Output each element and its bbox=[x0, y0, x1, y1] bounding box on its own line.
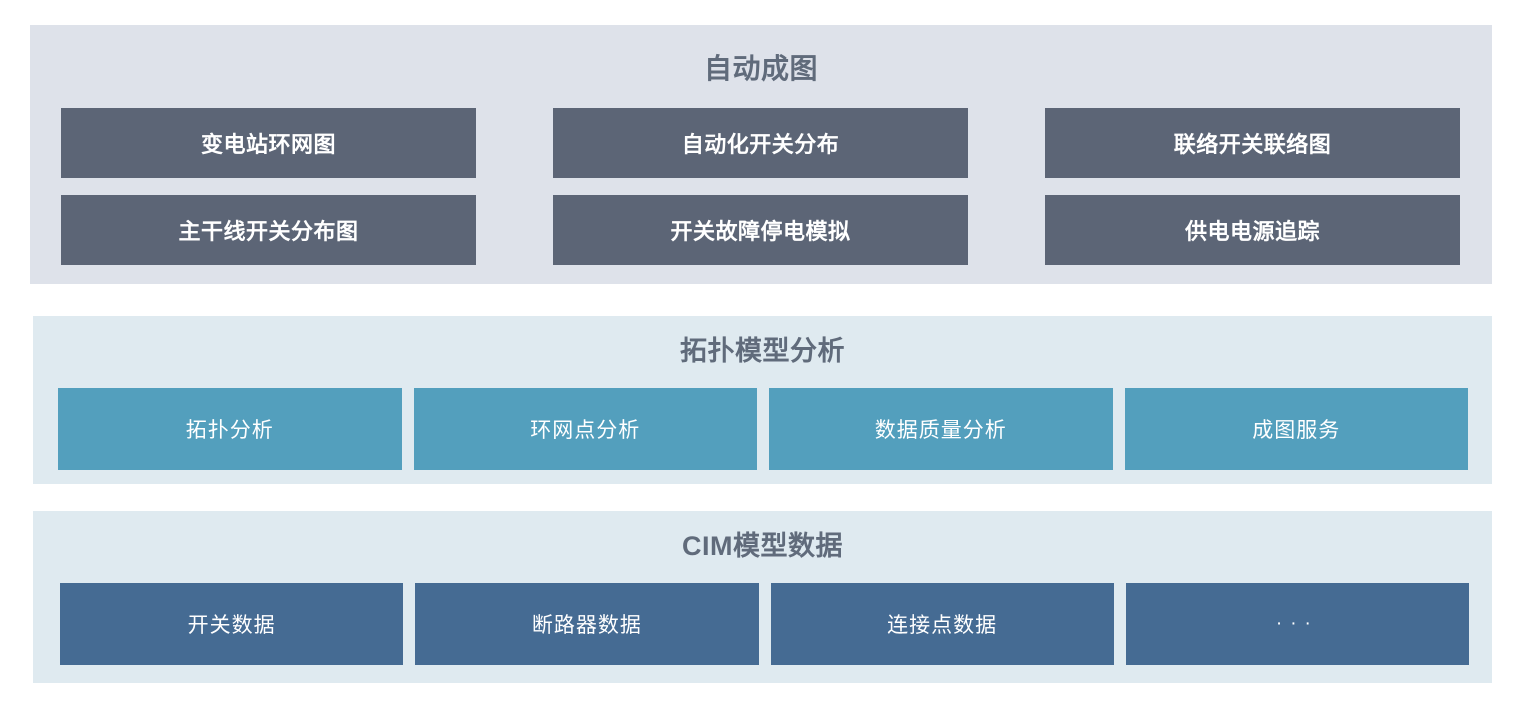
panel-auto-mapping-button-grid: 变电站环网图 自动化开关分布 联络开关联络图 主干线开关分布图 开关故障停电模拟… bbox=[61, 108, 1461, 265]
panel-cim-model-data-button-grid: 开关数据 断路器数据 连接点数据 ··· bbox=[60, 583, 1469, 665]
button-tie-switch-contact-diagram[interactable]: 联络开关联络图 bbox=[1045, 108, 1460, 178]
button-circuit-breaker-data[interactable]: 断路器数据 bbox=[415, 583, 759, 665]
button-data-quality-analysis[interactable]: 数据质量分析 bbox=[769, 388, 1113, 470]
button-power-supply-source-tracing[interactable]: 供电电源追踪 bbox=[1045, 195, 1460, 265]
panel-auto-mapping-title: 自动成图 bbox=[703, 53, 818, 84]
button-substation-ring-network-diagram[interactable]: 变电站环网图 bbox=[61, 108, 476, 178]
button-mapping-service[interactable]: 成图服务 bbox=[1124, 388, 1468, 470]
panel-auto-mapping: 自动成图 变电站环网图 自动化开关分布 联络开关联络图 主干线开关分布图 开关故… bbox=[30, 25, 1492, 284]
button-switch-fault-outage-simulation[interactable]: 开关故障停电模拟 bbox=[553, 195, 968, 265]
panel-topology-model-analysis: 拓扑模型分析 拓扑分析 环网点分析 数据质量分析 成图服务 bbox=[33, 316, 1492, 484]
button-switch-data[interactable]: 开关数据 bbox=[60, 583, 404, 665]
button-trunk-line-switch-distribution-map[interactable]: 主干线开关分布图 bbox=[61, 195, 476, 265]
panel-topology-model-analysis-title: 拓扑模型分析 bbox=[680, 336, 845, 366]
button-ring-network-point-analysis[interactable]: 环网点分析 bbox=[413, 388, 757, 470]
panel-cim-model-data-title: CIM模型数据 bbox=[682, 531, 843, 561]
button-connectivity-node-data[interactable]: 连接点数据 bbox=[770, 583, 1114, 665]
panel-topology-model-analysis-button-grid: 拓扑分析 环网点分析 数据质量分析 成图服务 bbox=[58, 388, 1468, 470]
button-topology-analysis[interactable]: 拓扑分析 bbox=[58, 388, 402, 470]
button-more-data-ellipsis[interactable]: ··· bbox=[1125, 583, 1469, 665]
panel-cim-model-data: CIM模型数据 开关数据 断路器数据 连接点数据 ··· bbox=[33, 511, 1492, 683]
button-automation-switch-distribution[interactable]: 自动化开关分布 bbox=[553, 108, 968, 178]
